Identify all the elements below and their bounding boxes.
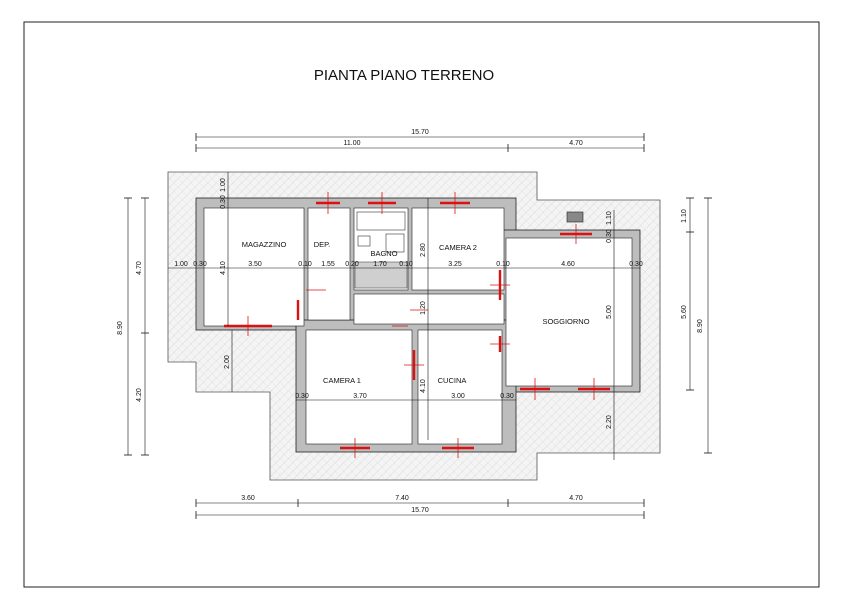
dimension-label: 0.20 xyxy=(345,261,359,268)
label-bagno: BAGNO xyxy=(370,249,397,258)
dimension-label: 3.70 xyxy=(353,393,367,400)
dimension-labels: 15.70 11.00 4.70 3.60 7.40 4.70 15.70 8.… xyxy=(117,129,704,514)
dimension-label: 7.40 xyxy=(395,495,409,502)
dimension-label: 0.30 xyxy=(220,195,227,209)
dimension-label: 5.00 xyxy=(606,305,613,319)
dimension-label: 0.10 xyxy=(496,261,510,268)
plan-title: PIANTA PIANO TERRENO xyxy=(314,67,494,84)
room-camera-1 xyxy=(305,329,413,445)
dimension-label: 15.70 xyxy=(411,507,429,514)
sheet-frame xyxy=(23,21,820,588)
dimension-label: 2.00 xyxy=(224,355,231,369)
dimension-label: 0.30 xyxy=(629,261,643,268)
room-labels: MAGAZZINO DEP. BAGNO CAMERA 2 SOGGIORNO … xyxy=(242,240,590,385)
dimension-label: 1.20 xyxy=(420,301,427,315)
dimension-label: 1.70 xyxy=(373,261,387,268)
dimension-label: 0.30 xyxy=(606,229,613,243)
label-soggiorno: SOGGIORNO xyxy=(542,317,589,326)
label-cucina: CUCINA xyxy=(438,376,467,385)
dimension-label: 8.90 xyxy=(117,321,124,335)
building-walls xyxy=(195,197,641,453)
label-camera-2: CAMERA 2 xyxy=(439,243,477,252)
dimension-label: 4.10 xyxy=(220,261,227,275)
vent-symbol xyxy=(566,211,584,223)
dimension-label: 4.70 xyxy=(569,495,583,502)
sink xyxy=(357,235,371,247)
dimension-label: 0.30 xyxy=(193,261,207,268)
dimension-label: 0.10 xyxy=(399,261,413,268)
dimension-label: 1.10 xyxy=(606,211,613,225)
dimension-label: 0.30 xyxy=(500,393,514,400)
room-magazzino xyxy=(203,207,305,327)
dimension-label: 1.00 xyxy=(174,261,188,268)
dimension-label: 4.20 xyxy=(136,388,143,402)
dimension-label: 0.10 xyxy=(298,261,312,268)
dimension-label: 3.60 xyxy=(241,495,255,502)
dimension-label: 3.00 xyxy=(451,393,465,400)
dimension-lines xyxy=(124,133,712,519)
corridor xyxy=(353,293,505,325)
dimension-label: 3.25 xyxy=(448,261,462,268)
label-camera-1: CAMERA 1 xyxy=(323,376,361,385)
dimension-label: 4.70 xyxy=(569,140,583,147)
dimension-label: 4.70 xyxy=(136,261,143,275)
label-magazzino: MAGAZZINO xyxy=(242,240,287,249)
dimension-label: 1.55 xyxy=(321,261,335,268)
dimension-label: 1.00 xyxy=(220,178,227,192)
room-camera-2 xyxy=(411,207,505,291)
label-deposito: DEP. xyxy=(314,240,331,249)
dimension-label: 8.90 xyxy=(697,319,704,333)
dimension-label: 0.30 xyxy=(295,393,309,400)
dimension-label: 1.10 xyxy=(681,209,688,223)
dimension-label: 11.00 xyxy=(344,140,361,147)
dimension-label: 5.60 xyxy=(681,305,688,319)
room-cucina xyxy=(417,329,503,445)
room-deposito xyxy=(307,207,351,321)
bathtub xyxy=(356,211,406,231)
dimension-label: 4.60 xyxy=(561,261,575,268)
dimension-label: 3.50 xyxy=(248,261,262,268)
room-soggiorno xyxy=(505,237,633,387)
shower-tray xyxy=(385,233,405,253)
dimension-label: 2.20 xyxy=(606,415,613,429)
dimension-label: 15.70 xyxy=(411,129,429,136)
bathroom-tiles xyxy=(354,261,408,289)
dimension-label: 2.80 xyxy=(420,243,427,257)
dimension-label: 4.10 xyxy=(420,379,427,393)
windows xyxy=(224,192,610,458)
